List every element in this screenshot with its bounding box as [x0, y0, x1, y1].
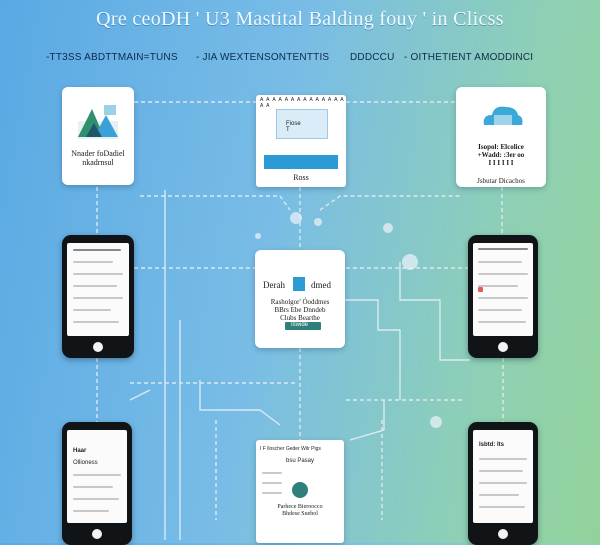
- subtitle-mid: - JIA WEXTENSONTENTTIS: [196, 52, 330, 63]
- card-bottom-mid[interactable]: I F lloscher Geder Wilr Pigs bsu Pasay P…: [256, 440, 344, 543]
- phone-mid-right-home-button[interactable]: [498, 342, 508, 352]
- phone-bottom-right-screen: Isbtd: lts: [473, 430, 533, 523]
- mountain-illustration-icon: [78, 105, 118, 139]
- phone-bottom-left-screen: Haar Ollioness: [67, 430, 127, 523]
- card-top-mid[interactable]: A A A A A A A A A A A A A A A A Fiose T …: [256, 95, 346, 187]
- subtitle-right-2: - OITHETIENT AMODDINCI: [404, 52, 534, 63]
- phone-mid-left-home-button[interactable]: [93, 342, 103, 352]
- document-icon: [276, 109, 328, 139]
- card-center[interactable]: Derah dmed Rasholgor' Óoddmes BBrs Ebe D…: [255, 250, 345, 348]
- phone-bottom-right[interactable]: Isbtd: lts: [468, 422, 538, 545]
- card-center-tag: Iswide: [285, 322, 321, 330]
- phone-bottom-right-home-button[interactable]: [498, 529, 508, 539]
- phone-mid-left-screen: [67, 243, 129, 336]
- phone-bottom-right-header: Isbtd: lts: [479, 442, 504, 448]
- logo-icon: [293, 277, 305, 291]
- card-top-right-footer: Jsbutar Dicachos: [477, 177, 525, 185]
- phone-bottom-left[interactable]: Haar Ollioness: [62, 422, 132, 545]
- phone-mid-left[interactable]: [62, 235, 134, 358]
- phone-bottom-left-home-button[interactable]: [92, 529, 102, 539]
- card-center-title-right: dmed: [311, 280, 331, 290]
- subtitle-left: -TT3SS ABDTTMAIN=TUNS: [46, 52, 178, 63]
- phone-bottom-left-header: Haar: [73, 448, 87, 454]
- card-center-title-left: Derah: [263, 280, 285, 290]
- card-bottom-mid-header: I F lloscher Geder Wilr Pigs: [260, 446, 321, 452]
- cloud-icon: [483, 106, 523, 125]
- card-top-mid-header: A A A A A A A A A A A A A A A A: [260, 97, 345, 109]
- card-top-mid-label: Ross: [293, 173, 309, 182]
- phone-mid-right[interactable]: [468, 235, 538, 358]
- panel-bar: [264, 155, 338, 169]
- card-top-left[interactable]: Nnader foDadiel nkadrnsul: [62, 87, 134, 185]
- red-marker-icon: [478, 287, 483, 292]
- phone-mid-right-screen: [473, 243, 533, 336]
- card-top-right-label: Isopol: Elcolice +Wadd: :3er oo I I I I …: [477, 143, 525, 168]
- phone-bottom-left-sub: Ollioness: [73, 460, 98, 466]
- diagram-title: Qre ceoDH ' U3 Mastital Balding fouy ' i…: [96, 8, 504, 30]
- card-bottom-mid-label: Parhece Bieroocco Bhdese Suebol: [277, 504, 323, 517]
- card-top-left-label: Nnader foDadiel nkadrnsul: [71, 149, 125, 168]
- card-top-mid-caption: Fiose T: [286, 121, 301, 133]
- subtitle-right: DDDCCU: [350, 52, 395, 63]
- card-top-right[interactable]: Isopol: Elcolice +Wadd: :3er oo I I I I …: [456, 87, 546, 187]
- teal-avatar-icon: [292, 482, 308, 498]
- card-center-label: Rasholgor' Óoddmes BBrs Ebe Dnndeb Clubs…: [270, 298, 330, 323]
- card-bottom-mid-sub: bsu Pasay: [286, 458, 315, 464]
